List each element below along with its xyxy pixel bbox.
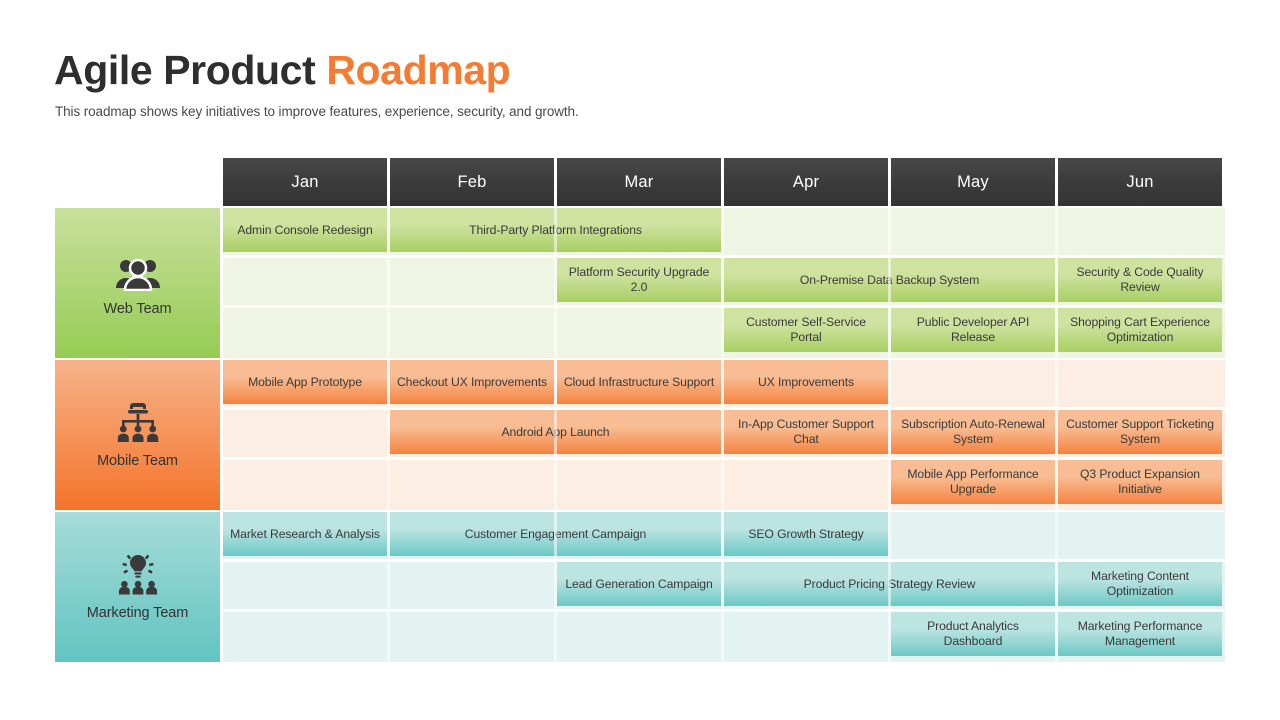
column-separator	[721, 512, 724, 662]
task-bar[interactable]: Lead Generation Campaign	[557, 562, 721, 606]
task-bar[interactable]: Product Analytics Dashboard	[891, 612, 1055, 656]
task-bar[interactable]: In-App Customer Support Chat	[724, 410, 888, 454]
task-bar[interactable]: SEO Growth Strategy	[724, 512, 888, 556]
team-name-label: Marketing Team	[86, 605, 189, 621]
column-separator	[888, 208, 891, 358]
column-separator	[387, 208, 390, 358]
task-label: Checkout UX Improvements	[396, 374, 547, 389]
month-header-jun: Jun	[1058, 158, 1222, 206]
page-title-main: Agile Product	[54, 47, 327, 93]
task-label: Product Analytics Dashboard	[927, 619, 1019, 648]
month-header-may: May	[891, 158, 1055, 206]
task-bar[interactable]: Q3 Product Expansion Initiative	[1058, 460, 1222, 504]
task-label: Customer Self-Service Portal	[746, 315, 866, 344]
task-bar[interactable]: Mobile App Prototype	[223, 360, 387, 404]
task-label: Marketing Content Optimization	[1091, 569, 1189, 598]
task-label: Mobile App Prototype	[248, 374, 362, 389]
month-header-jan: Jan	[223, 158, 387, 206]
task-label: SEO Growth Strategy	[748, 526, 864, 541]
column-separator	[1055, 360, 1058, 510]
task-label: Mobile App Performance Upgrade	[907, 467, 1039, 496]
row-separator	[223, 305, 1225, 308]
column-separator	[554, 360, 557, 510]
row-separator	[223, 255, 1225, 258]
lightbulb-team-icon	[115, 553, 161, 595]
team-zone-body: Mobile App Prototype Checkout UX Improvem…	[223, 360, 1225, 510]
row-separator	[223, 407, 1225, 410]
page-title-accent: Roadmap	[326, 47, 511, 93]
column-separator	[387, 360, 390, 510]
task-label: Lead Generation Campaign	[565, 576, 713, 591]
task-bar[interactable]: Cloud Infrastructure Support	[557, 360, 721, 404]
task-label: Admin Console Redesign	[237, 222, 373, 237]
row-separator	[223, 609, 1225, 612]
task-bar[interactable]: Marketing Content Optimization	[1058, 562, 1222, 606]
task-bar[interactable]: Customer Self-Service Portal	[724, 308, 888, 352]
team-label-panel[interactable]: Web Team	[55, 208, 220, 358]
task-bar[interactable]: Customer Support Ticketing System	[1058, 410, 1222, 454]
page-title: Agile Product Roadmap	[54, 45, 511, 95]
org-chart-icon	[115, 401, 161, 443]
task-bar[interactable]: UX Improvements	[724, 360, 888, 404]
team-zone-mobile-team: Mobile Team Mobile App Prototype Checkout …	[55, 360, 1225, 510]
task-bar[interactable]: Platform Security Upgrade 2.0	[557, 258, 721, 302]
team-name-label: Mobile Team	[97, 453, 178, 469]
task-bar[interactable]: Shopping Cart Experience Optimization	[1058, 308, 1222, 352]
team-name-label: Web Team	[103, 301, 172, 317]
column-separator	[888, 512, 891, 662]
task-bar[interactable]: Subscription Auto-Renewal System	[891, 410, 1055, 454]
task-label: UX Improvements	[757, 374, 855, 389]
task-bar[interactable]: Security & Code Quality Review	[1058, 258, 1222, 302]
task-label: Security & Code Quality Review	[1076, 265, 1204, 294]
task-label: Shopping Cart Experience Optimization	[1070, 315, 1210, 344]
row-separator	[223, 559, 1225, 562]
column-separator	[1055, 512, 1058, 662]
column-separator	[1055, 208, 1058, 358]
column-separator	[387, 512, 390, 662]
task-bar[interactable]: Mobile App Performance Upgrade	[891, 460, 1055, 504]
task-bar[interactable]: Marketing Performance Management	[1058, 612, 1222, 656]
task-label: Public Developer API Release	[916, 315, 1030, 344]
task-label: Market Research & Analysis	[230, 526, 380, 541]
column-separator	[554, 512, 557, 662]
task-label: Subscription Auto-Renewal System	[901, 417, 1045, 446]
row-separator	[223, 457, 1225, 460]
task-bar[interactable]: Checkout UX Improvements	[390, 360, 554, 404]
task-label: Customer Support Ticketing System	[1066, 417, 1214, 446]
team-label-panel[interactable]: Mobile Team	[55, 360, 220, 510]
month-header-feb: Feb	[390, 158, 554, 206]
team-zone-marketing-team: Marketing Team Market Research & Analysis…	[55, 512, 1225, 662]
task-label: Q3 Product Expansion Initiative	[1080, 467, 1200, 496]
task-bar[interactable]: Admin Console Redesign	[223, 208, 387, 252]
column-separator	[554, 208, 557, 358]
month-header-mar: Mar	[557, 158, 721, 206]
task-label: Cloud Infrastructure Support	[563, 374, 715, 389]
task-label: Platform Security Upgrade 2.0	[568, 265, 710, 294]
column-separator	[888, 360, 891, 510]
task-bar[interactable]: Public Developer API Release	[891, 308, 1055, 352]
column-separator	[721, 208, 724, 358]
task-bar[interactable]: Market Research & Analysis	[223, 512, 387, 556]
month-header-apr: Apr	[724, 158, 888, 206]
column-separator	[721, 360, 724, 510]
page-subtitle: This roadmap shows key initiatives to im…	[55, 104, 579, 119]
task-label: Marketing Performance Management	[1077, 619, 1203, 648]
team-label-panel[interactable]: Marketing Team	[55, 512, 220, 662]
task-label: In-App Customer Support Chat	[738, 417, 874, 446]
people-group-icon	[115, 249, 161, 291]
